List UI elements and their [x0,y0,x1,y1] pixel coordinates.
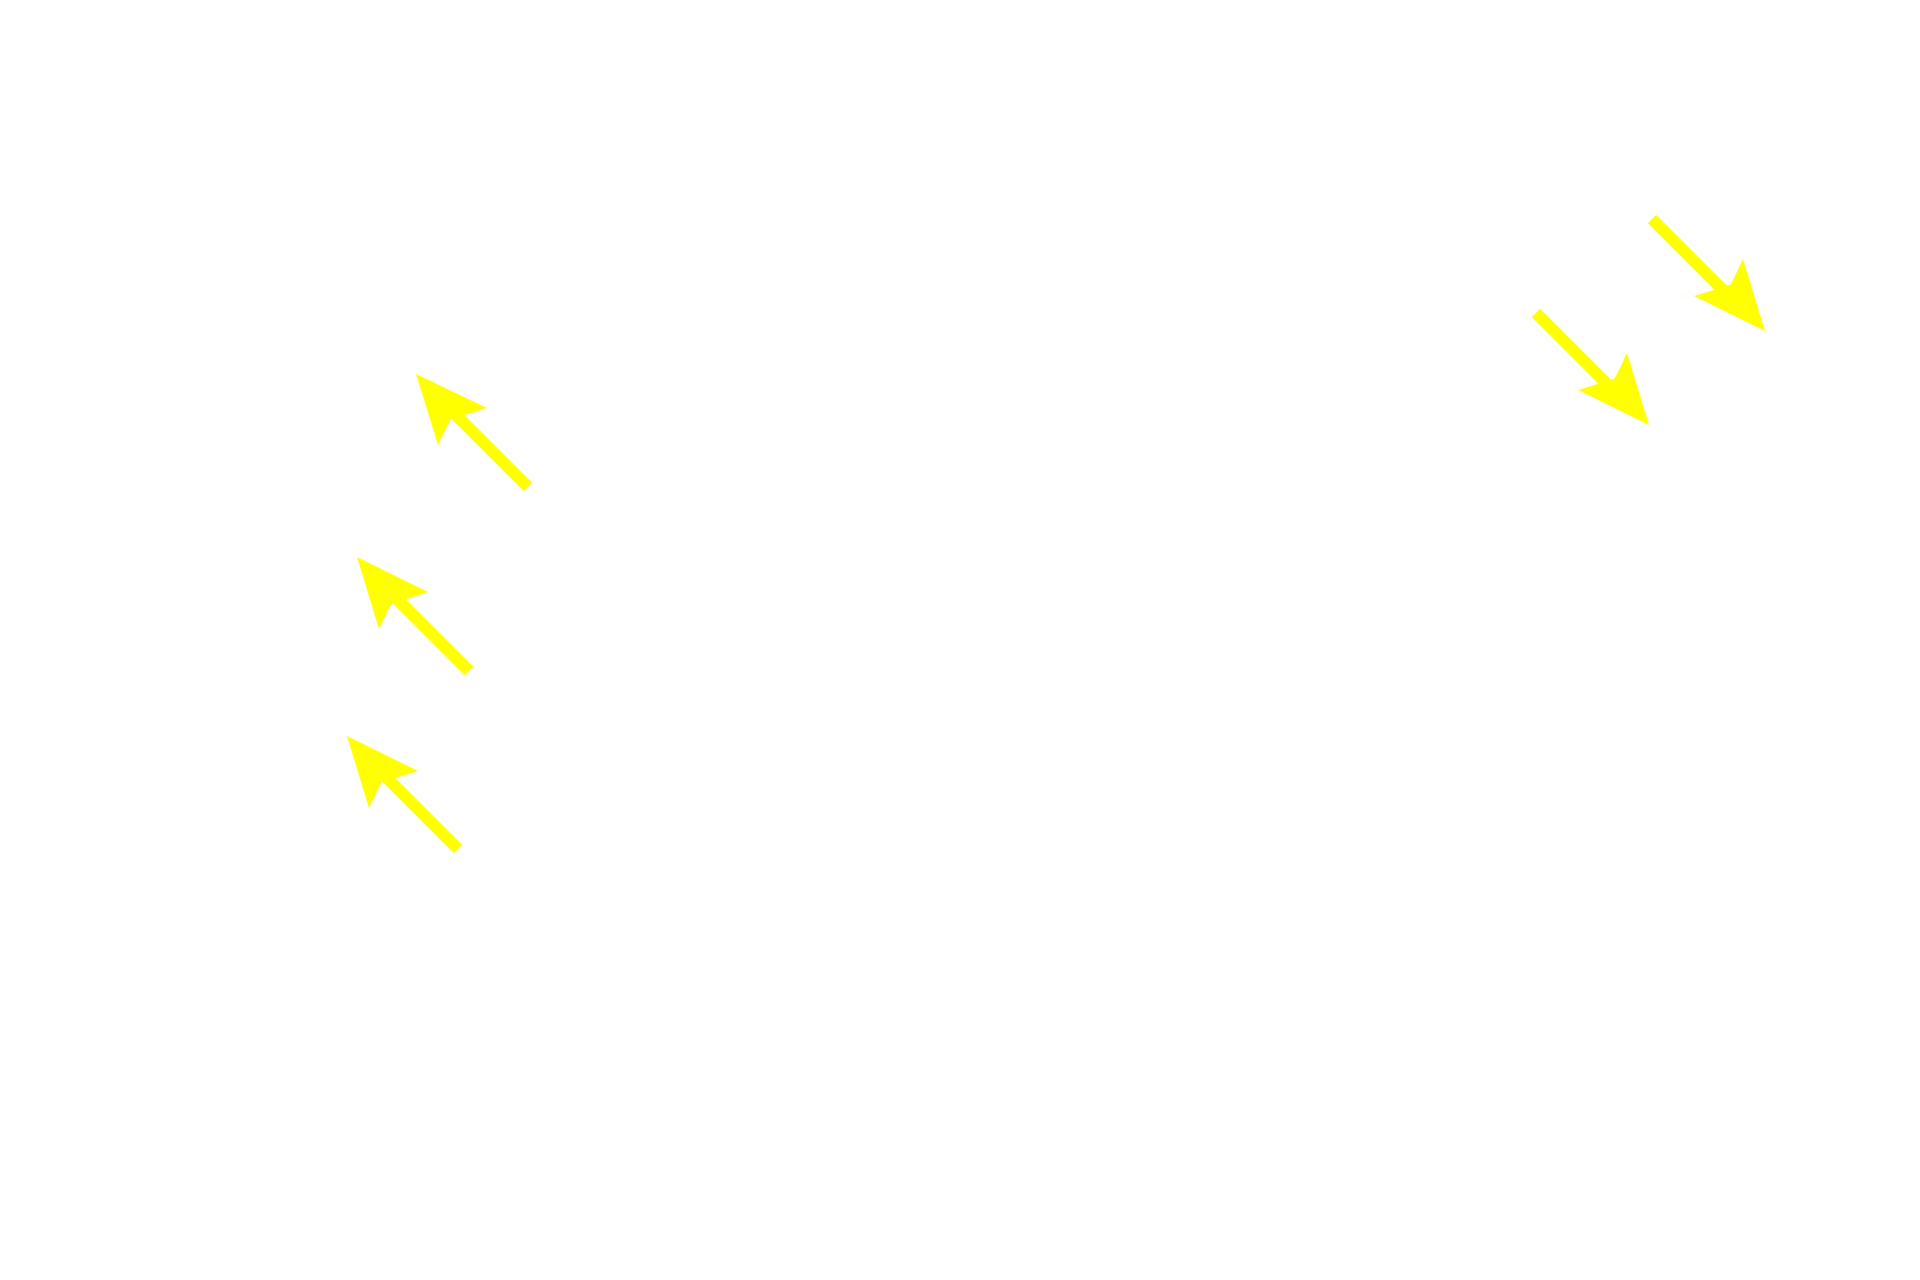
arrow-pointer-2 [357,557,474,676]
arrow-pointer-5 [1531,308,1649,425]
arrow-pointer-3 [347,736,463,854]
arrow-pointer-1 [416,374,533,492]
arrow-pointer-4 [1647,214,1765,331]
